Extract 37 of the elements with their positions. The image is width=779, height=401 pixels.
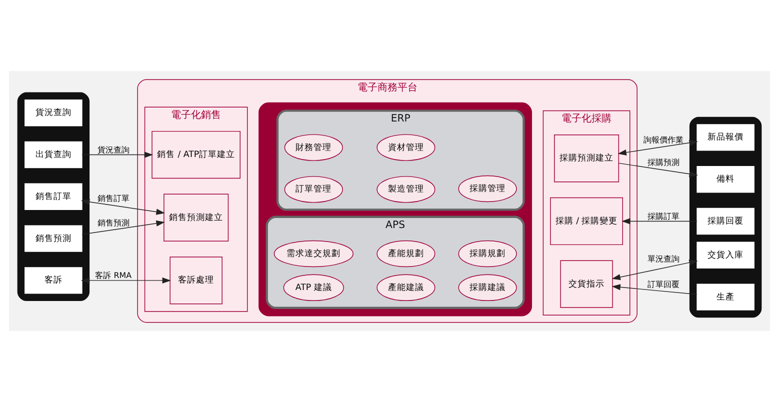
node-box: 出貨查詢 [24, 140, 82, 168]
arrow [80, 198, 165, 214]
node-box: 客訴 [24, 266, 82, 294]
node-ellipse: ATP 建議 [283, 274, 344, 301]
node-box: 生產 [696, 283, 754, 310]
arrow [612, 259, 698, 280]
node-box: 銷售 / ATP訂單建立 [152, 130, 240, 178]
node-ellipse: 製造管理 [376, 176, 436, 202]
node-box: 採購 / 採購變更 [550, 196, 623, 245]
cluster [258, 102, 532, 316]
node-box: 交貨指示 [560, 260, 613, 308]
node-ellipse: 採購建議 [458, 274, 517, 301]
arrow [618, 139, 698, 155]
node-box: 貨況查詢 [24, 99, 82, 126]
node-box: 新品報價 [696, 124, 754, 150]
node-ellipse: 訂單管理 [284, 176, 343, 202]
node-box: 備料 [696, 165, 754, 192]
arrow [82, 151, 154, 158]
arrow [80, 276, 171, 283]
node-box: 銷售預測建立 [164, 193, 229, 241]
node-ellipse: 產能規劃 [376, 240, 436, 267]
arrow [622, 218, 698, 224]
arrow [82, 220, 165, 234]
node-ellipse: 資材管理 [376, 134, 436, 160]
node-box: 採購回覆 [696, 207, 754, 234]
arrow [612, 284, 698, 294]
node-box: 交貨入庫 [696, 241, 754, 268]
node-ellipse: 財務管理 [284, 134, 343, 160]
node-box: 銷售預測 [24, 224, 82, 252]
node-box: 客訴處理 [170, 256, 222, 304]
arrow [618, 162, 698, 176]
node-ellipse: 產能建議 [376, 274, 436, 301]
node-box: 採購預測建立 [554, 134, 620, 182]
node-ellipse: 採購規劃 [458, 240, 517, 267]
node-ellipse: 採購管理 [458, 174, 517, 202]
node-box: 銷售訂單 [24, 182, 82, 210]
node-ellipse: 需求達交規劃 [274, 240, 354, 267]
